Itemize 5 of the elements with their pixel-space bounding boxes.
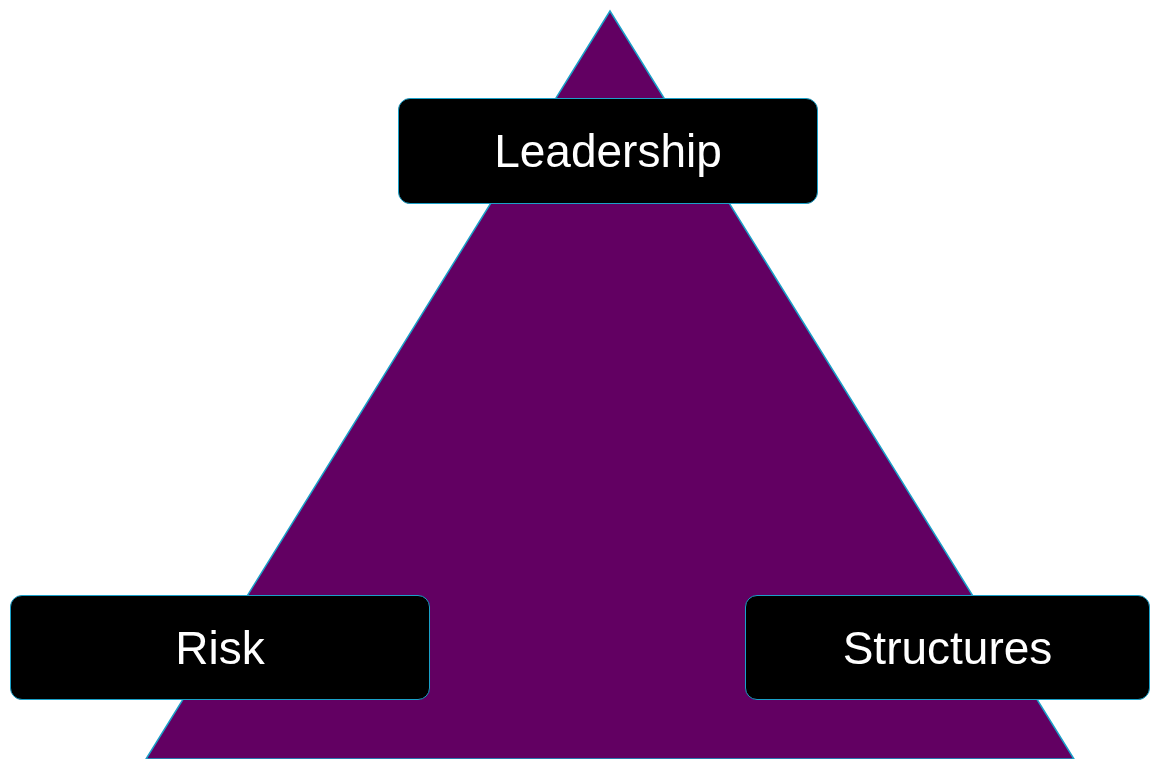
box-label: Leadership xyxy=(494,124,722,178)
label-box xyxy=(745,595,1150,700)
label-box xyxy=(10,595,430,700)
box-label: Risk xyxy=(175,620,265,675)
box-label: Structures xyxy=(842,620,1053,675)
